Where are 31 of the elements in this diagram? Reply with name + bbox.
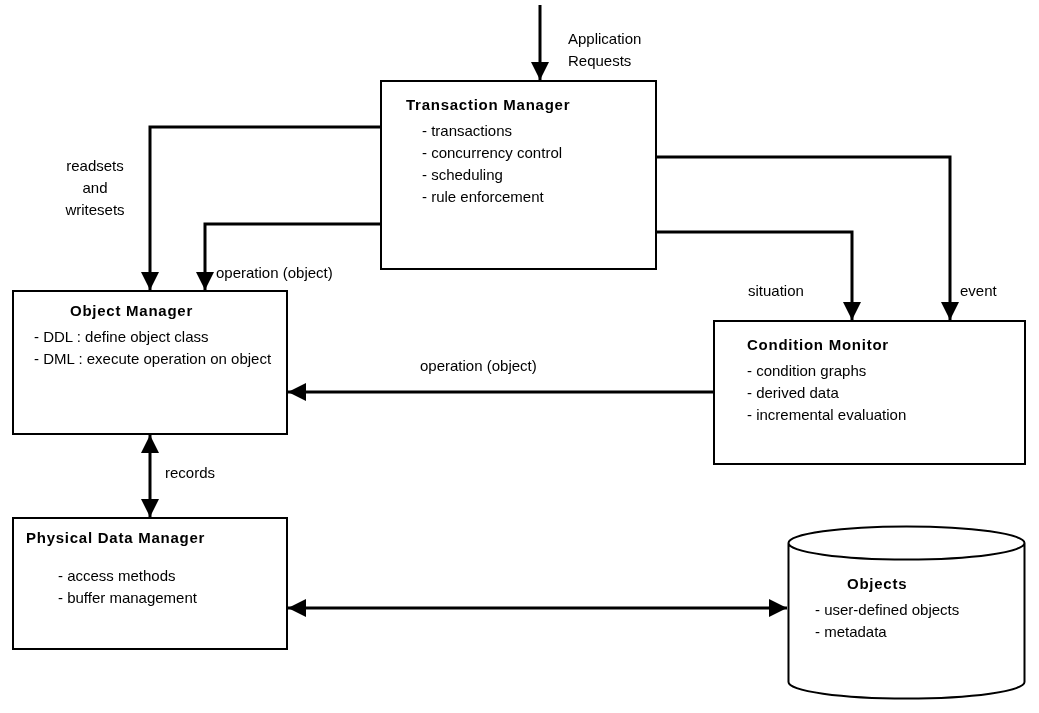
arrow	[657, 155, 959, 320]
component-box	[713, 320, 1026, 465]
feature-item: - user-defined objects	[815, 600, 961, 620]
feature-item: - concurrency control	[421, 143, 564, 163]
component-title: Object Manager	[69, 301, 195, 321]
component-title: Transaction Manager	[406, 95, 572, 115]
feature-item: - metadata	[815, 622, 888, 642]
component-box	[12, 290, 288, 435]
arrow	[531, 5, 549, 80]
feature-item: - access methods	[57, 566, 177, 586]
feature-item: - incremental evaluation	[747, 405, 908, 425]
arrow	[288, 599, 787, 617]
database-cylinder	[787, 525, 1026, 700]
feature-item: - DDL : define object class	[34, 327, 210, 347]
arrow	[196, 222, 380, 290]
feature-item: - rule enforcement	[421, 187, 545, 207]
arrow	[288, 383, 713, 401]
feature-item: - scheduling	[421, 165, 504, 185]
arrow	[657, 230, 861, 320]
feature-item: - DML : execute operation on object	[34, 349, 273, 369]
component-title: Physical Data Manager	[26, 528, 207, 548]
feature-item: - derived data	[747, 383, 840, 403]
feature-item: - condition graphs	[747, 361, 868, 381]
feature-item: - buffer management	[57, 588, 198, 608]
arrow	[141, 125, 380, 290]
arrow	[141, 435, 159, 517]
component-box	[12, 517, 288, 650]
component-box	[380, 80, 657, 270]
component-title: Objects	[846, 574, 909, 594]
feature-item: - transactions	[421, 121, 514, 141]
component-title: Condition Monitor	[747, 335, 890, 355]
